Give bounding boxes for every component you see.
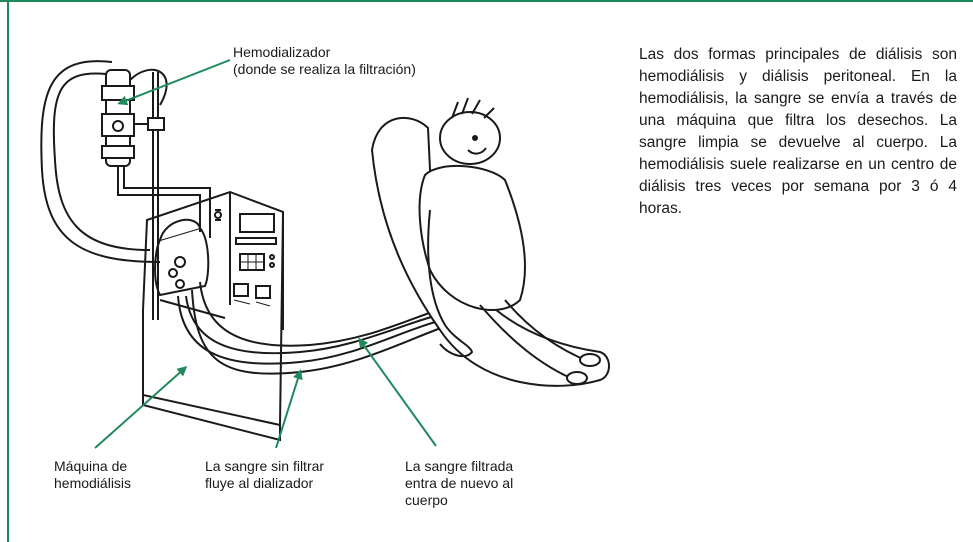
arrow-machine [94,366,188,449]
frame-top-border [0,0,973,2]
dialyzer-column [40,60,211,320]
label-unfiltered-blood: La sangre sin filtrar fluye al dializado… [205,458,325,491]
label-dialyzer: Hemodializador (donde se realiza la filt… [233,44,416,77]
arrow-unfiltered [275,369,303,449]
arrow-dialyzer [117,59,231,106]
patient-chair [370,97,610,387]
label-machine: Máquina de hemodiálisis [54,458,132,491]
frame-left-border [7,0,9,542]
machine-display [239,213,275,233]
patient-head [439,111,501,165]
arrow-filtered [358,337,437,447]
description-paragraph: Las dos formas principales de diálisis s… [639,46,957,217]
label-filtered-blood: La sangre filtrada entra de nuevo al cue… [405,458,514,508]
dialysis-machine [142,190,285,442]
patient-body [418,164,526,311]
pointer-arrows [94,59,437,449]
